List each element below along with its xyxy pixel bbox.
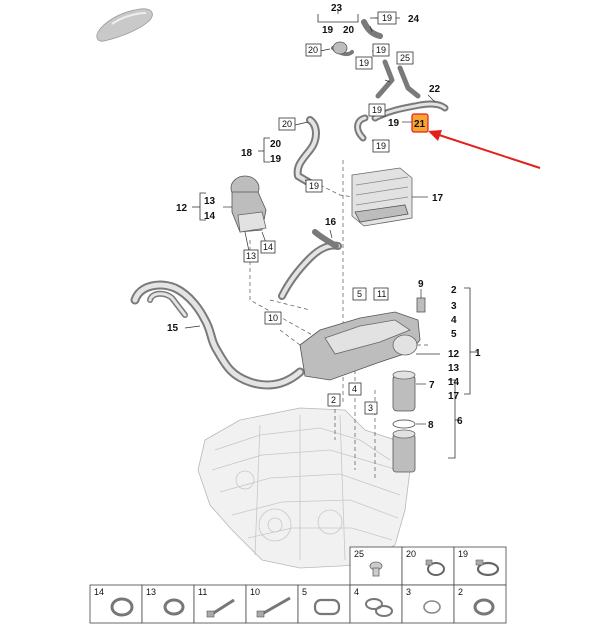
oil-pressure-sensor-9 [416,297,426,313]
group-brackets [192,10,478,459]
parts-table: 25 20 19 14 13 [89,546,507,624]
callout-4: 4 [451,315,457,326]
callout-16: 16 [325,217,337,228]
boxed-callouts: 19 20 19 19 25 19 19 20 19 14 13 5 11 10… [243,11,414,415]
seal-ring-icon [163,598,185,616]
callout-14: 14 [263,242,273,252]
callout-19: 19 [372,105,382,115]
seal-ring-icon [473,598,495,616]
callout-2: 2 [451,285,457,296]
callout-15: 15 [167,323,179,334]
bolt-icon [206,598,235,618]
callout-5: 5 [357,289,362,299]
thermostat-housing [230,175,267,233]
callout-23: 23 [331,3,343,14]
o-ring-icon [423,600,441,614]
callout-13: 13 [204,196,216,207]
parts-cell-label: 25 [354,549,364,559]
callout-25: 25 [400,53,410,63]
parts-cell-label: 19 [458,549,468,559]
highlighted-callout-21: 21 [411,113,429,133]
coolant-hose-18 [293,116,320,190]
callout-3: 3 [451,301,457,312]
callout-12: 12 [176,203,188,214]
callout-19: 19 [382,13,392,23]
callout-20: 20 [282,119,292,129]
callout-14: 14 [448,377,460,388]
callout-19: 19 [309,181,319,191]
hose-clamp-icon [475,559,500,577]
oil-filter-o-ring [392,419,416,429]
parts-cell-label: 4 [354,587,359,597]
callout-17: 17 [432,193,444,204]
callout-17: 17 [448,391,460,402]
callout-1: 1 [475,348,481,359]
coolant-pipe-15 [130,280,305,390]
callout-8: 8 [428,420,434,431]
parts-table-bottom-row: 14 13 11 10 5 [89,584,507,624]
engine-block-illustration [197,407,411,569]
parts-cell-label: 11 [198,587,207,597]
parts-cell-label: 3 [406,587,411,597]
parts-cell-label: 13 [146,587,156,597]
callout-19: 19 [376,45,386,55]
callout-2: 2 [331,395,336,405]
callout-7: 7 [429,380,435,391]
oil-filter-module [299,311,421,381]
red-pointer-arrow [428,130,541,169]
callout-19: 19 [388,118,400,129]
parts-cell-label: 10 [250,587,260,597]
gasket-icon [313,598,341,616]
parts-cell-label: 20 [406,549,416,559]
callout-4: 4 [352,384,357,394]
callout-3: 3 [368,403,373,413]
callout-20: 20 [270,139,282,150]
callout-18: 18 [241,148,253,159]
callout-11: 11 [377,289,386,299]
bolt-icon [369,561,383,577]
callout-24: 24 [408,14,420,25]
parts-table-top-row: 25 20 19 [349,546,507,586]
oil-filter-element-7 [392,370,416,412]
car-silhouette-icon [96,8,153,42]
callout-20: 20 [308,45,318,55]
callout-14: 14 [204,211,216,222]
parts-cell-label: 5 [302,587,307,597]
callout-6: 6 [457,416,463,427]
callout-9: 9 [418,279,424,290]
callout-19: 19 [270,154,282,165]
callout-21-label: 21 [414,119,426,130]
callout-19: 19 [322,25,334,36]
hose-clamp-icon [425,559,445,576]
oil-filter-housing-8 [392,429,416,473]
callout-19: 19 [376,141,386,151]
parts-cell-label: 14 [94,587,104,597]
bolt-icon [256,596,291,618]
oil-cooler-17 [351,167,413,227]
callout-13: 13 [246,251,256,261]
coolant-pipe-16 [278,229,342,300]
callout-20: 20 [343,25,355,36]
coolant-hoses-top [331,19,449,142]
plain-callouts: 23 19 20 24 22 19 18 20 19 17 13 12 14 1… [167,3,481,431]
callout-10: 10 [268,313,278,323]
callout-13: 13 [448,363,460,374]
seal-ring-icon [110,597,134,617]
callout-22: 22 [429,84,441,95]
gasket-icon [365,598,393,617]
callout-12: 12 [448,349,460,360]
callout-5: 5 [451,329,457,340]
parts-cell-label: 2 [458,587,463,597]
callout-19: 19 [359,58,369,68]
